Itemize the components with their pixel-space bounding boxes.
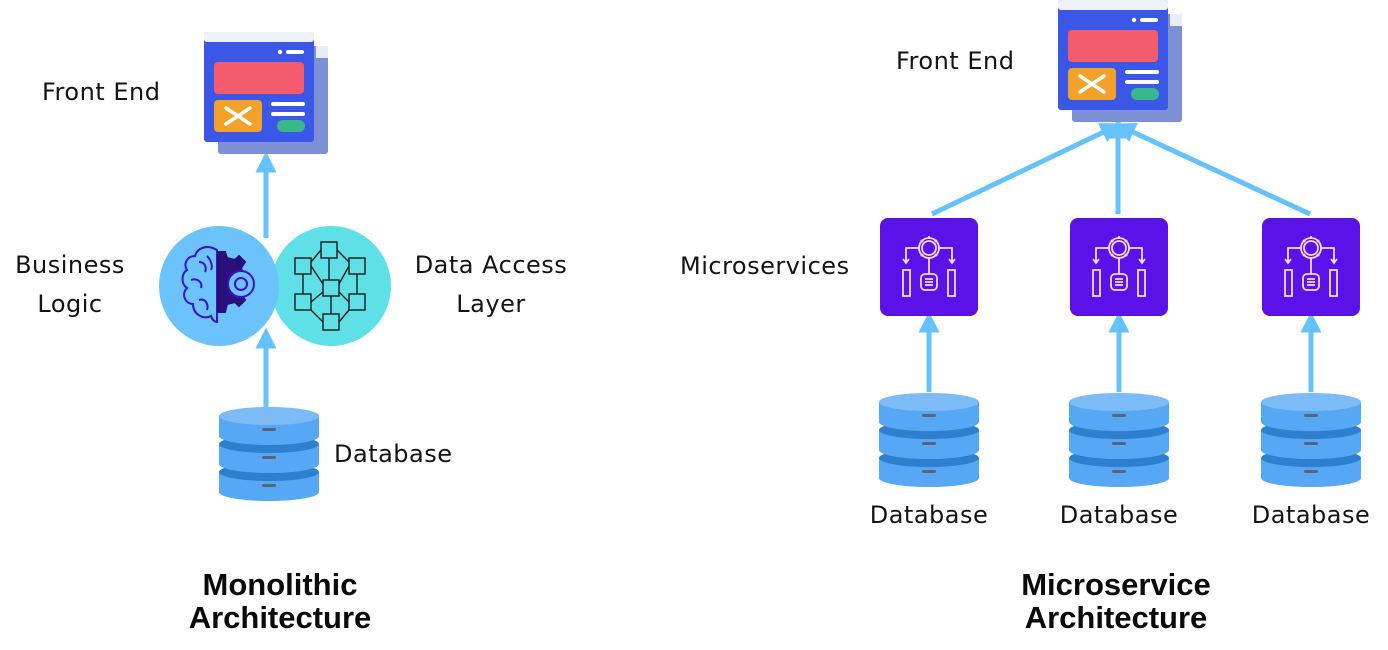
- microservice-title: Microservice Architecture: [980, 568, 1252, 634]
- data-access-label-line1: Data Access: [414, 251, 568, 279]
- microservice-gear-icon: [1070, 218, 1168, 316]
- database-icon: [879, 393, 979, 487]
- microservice-gear-icon: [1262, 218, 1360, 316]
- microservices-label: Microservices: [680, 252, 850, 280]
- monolithic-title: Monolithic Architecture: [140, 568, 420, 634]
- business-logic-label-line2: Logic: [37, 290, 103, 318]
- data-access-layer-label: Data Access Layer: [404, 246, 578, 324]
- brain-gear-icon: [181, 246, 255, 324]
- database-icon: [219, 407, 319, 501]
- front-end-label: Front End: [42, 78, 161, 106]
- ms-database-label: Database: [1059, 501, 1179, 529]
- arrow-ms1-to-frontend: [930, 123, 1122, 217]
- business-logic-label-line1: Business: [15, 251, 125, 279]
- data-access-circle: [271, 226, 391, 346]
- microservice-gear-icon: [880, 218, 978, 316]
- front-end-window-icon: [204, 32, 328, 154]
- database-label: Database: [334, 440, 453, 468]
- microservice-title-line2: Architecture: [1024, 600, 1208, 635]
- data-access-label-line2: Layer: [456, 290, 526, 318]
- microservice-title-line1: Microservice: [1021, 567, 1211, 602]
- ms-database-label: Database: [869, 501, 989, 529]
- ms-front-end-label: Front End: [896, 47, 1015, 75]
- business-logic-label: Business Logic: [8, 246, 132, 324]
- arrow-ms3-to-frontend: [1114, 122, 1312, 217]
- ms-front-end-window-icon: [1058, 0, 1182, 122]
- database-icon: [1069, 393, 1169, 487]
- monolithic-title-line1: Monolithic: [202, 567, 358, 602]
- blockchain-cubes-icon: [294, 241, 366, 331]
- monolithic-title-line2: Architecture: [188, 600, 372, 635]
- database-icon: [1261, 393, 1361, 487]
- logic-data-circles: [159, 226, 391, 346]
- ms-database-label: Database: [1251, 501, 1371, 529]
